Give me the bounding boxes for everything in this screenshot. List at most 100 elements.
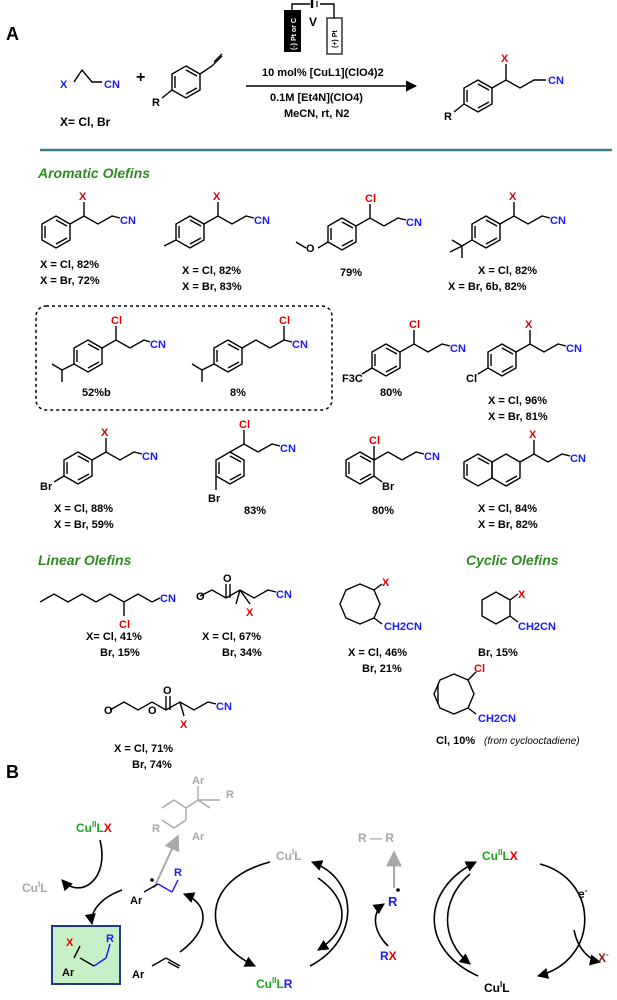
product-cy2: X CH2CN Br, 15% <box>478 589 556 659</box>
l2-o-carbonyl: O <box>223 573 232 585</box>
yield-cy1-line2: Br, 21% <box>362 663 402 675</box>
reagent-note: X= Cl, Br <box>60 115 111 129</box>
final-x: X <box>66 937 74 949</box>
b4-x: X <box>525 319 533 331</box>
rx-substrate: RX <box>380 949 397 963</box>
a3-cn: CN <box>406 217 422 229</box>
b3-cl: Cl <box>409 319 420 331</box>
cu1l-right: CuIL <box>484 980 510 995</box>
b3-cn: CN <box>450 343 466 355</box>
l3-o-ester: O <box>148 705 157 717</box>
general-product-structure: X CN R <box>444 53 564 123</box>
cy2-ch2cn: CH2CN <box>518 621 556 633</box>
panel-a-label: A <box>6 24 19 44</box>
b1-cn: CN <box>150 339 166 351</box>
l2-x: X <box>246 607 254 619</box>
yield-cy1-line1: X = Cl, 46% <box>348 647 407 659</box>
l1-cn: CN <box>160 593 176 605</box>
cu2lx-right: CuIILX <box>482 848 518 863</box>
right-cycle-inner-arc <box>446 873 471 965</box>
halide-anion: X- <box>598 950 609 965</box>
b2-cl: Cl <box>279 315 290 327</box>
yield-a1-line1: X = Cl, 82% <box>40 259 99 271</box>
styrene-structure: R <box>152 53 223 109</box>
isomer-comparison-box <box>35 305 333 411</box>
b3-f3c: F3C <box>342 373 363 385</box>
electrochemical-cell: (-) Pt or C (+) Pt V <box>284 0 343 55</box>
electron-label: e- <box>578 886 588 901</box>
l3-cn: CN <box>216 701 232 713</box>
radical-r-center: R <box>388 894 398 909</box>
alkene-substrate: Ar <box>132 957 181 981</box>
cu1l-left: CuIL <box>22 880 48 895</box>
product-formation-arrow <box>84 889 123 926</box>
c1-x: X <box>101 427 109 439</box>
radical-generation-arrow <box>372 903 389 947</box>
product-cy1: X CH2CN X = Cl, 46% Br, 21% <box>339 577 422 675</box>
cyclic-olefins-header: Cyclic Olefins <box>466 552 559 568</box>
dimerization-arrow <box>153 834 180 889</box>
c3-cl: Cl <box>369 435 380 447</box>
cathode-label: (-) Pt or C <box>291 18 298 50</box>
halogen-transfer-arrow <box>61 839 103 892</box>
product-c3: Br Cl CN 80% <box>345 435 440 517</box>
anode-label: (+) Pt <box>332 30 339 48</box>
yield-l2-line1: X = Cl, 67% <box>202 631 261 643</box>
cy3-cl: Cl <box>474 663 485 675</box>
yield-b3: 80% <box>380 387 402 399</box>
alkene-ar: Ar <box>132 969 145 981</box>
yield-cy3: Cl, 10% <box>436 735 475 747</box>
yield-l2-line2: Br, 34% <box>222 647 262 659</box>
dimer-ar-1: Ar <box>192 775 205 787</box>
a2-x: X <box>213 191 221 203</box>
product-b2: Cl CN 8% <box>191 315 308 399</box>
l3-o-carbonyl: O <box>163 685 172 697</box>
yield-a2-line1: X = Cl, 82% <box>182 265 241 277</box>
c3-cn: CN <box>424 451 440 463</box>
yield-b4-line1: X = Cl, 96% <box>488 395 547 407</box>
right-cycle-left-arc <box>433 861 479 977</box>
b2-cn: CN <box>292 339 308 351</box>
yield-a2-line2: X = Br, 83% <box>182 281 242 293</box>
cy2-x: X <box>518 589 526 601</box>
yield-b4-line2: X = Br, 81% <box>488 411 548 423</box>
l2-o-ester: O <box>196 591 205 603</box>
c2-br: Br <box>208 493 221 505</box>
b1-cl: Cl <box>111 315 122 327</box>
product-cy3: Cl CH2CN Cl, 10% (from cyclooctadiene) <box>433 663 580 747</box>
halide-release-arrow <box>573 929 602 966</box>
b4-cn: CN <box>566 343 582 355</box>
a4-x: X <box>509 191 517 203</box>
cu2lr: CuIILR <box>256 976 293 991</box>
product-b3: F3C Cl CN 80% <box>342 319 466 399</box>
dimer-r-2: R <box>226 789 234 801</box>
product-l3: O O O X CN X = Cl, 71% Br, 74% <box>104 685 232 771</box>
product-c4: X CN X = Cl, 84% X = Br, 82% <box>463 429 586 531</box>
condition-electrolyte: 0.1M [Et4N](ClO4) <box>270 92 363 104</box>
condition-solvent: MeCN, rt, N2 <box>284 108 349 120</box>
l1-cl: Cl <box>119 619 130 631</box>
cy3-ch2cn: CH2CN <box>478 713 516 725</box>
c1-br: Br <box>40 481 53 493</box>
panel-b-label: B <box>6 762 19 782</box>
a4-cn: CN <box>550 215 566 227</box>
product-r-label: R <box>444 111 452 123</box>
yield-a4-line2: X = Br, 6b, 82% <box>448 281 527 293</box>
cu1l-top: CuIL <box>276 848 302 863</box>
radical-ar: Ar <box>130 895 143 907</box>
cy1-x: X <box>382 577 390 589</box>
c2-cl: Cl <box>239 419 250 431</box>
yield-c2: 83% <box>244 505 266 517</box>
yield-l1-line2: Br, 15% <box>100 647 140 659</box>
c4-cn: CN <box>570 453 586 465</box>
c4-x: X <box>529 429 537 441</box>
l3-x: X <box>180 719 188 731</box>
yield-c3: 80% <box>372 505 394 517</box>
a1-x: X <box>79 191 87 203</box>
final-product-box <box>51 925 121 985</box>
final-r: R <box>106 933 114 945</box>
yield-l3-line2: Br, 74% <box>132 759 172 771</box>
l2-cn: CN <box>276 589 292 601</box>
middle-cycle-left-arc <box>214 861 271 967</box>
product-l2: O O X CN X = Cl, 67% Br, 34% <box>196 573 292 659</box>
